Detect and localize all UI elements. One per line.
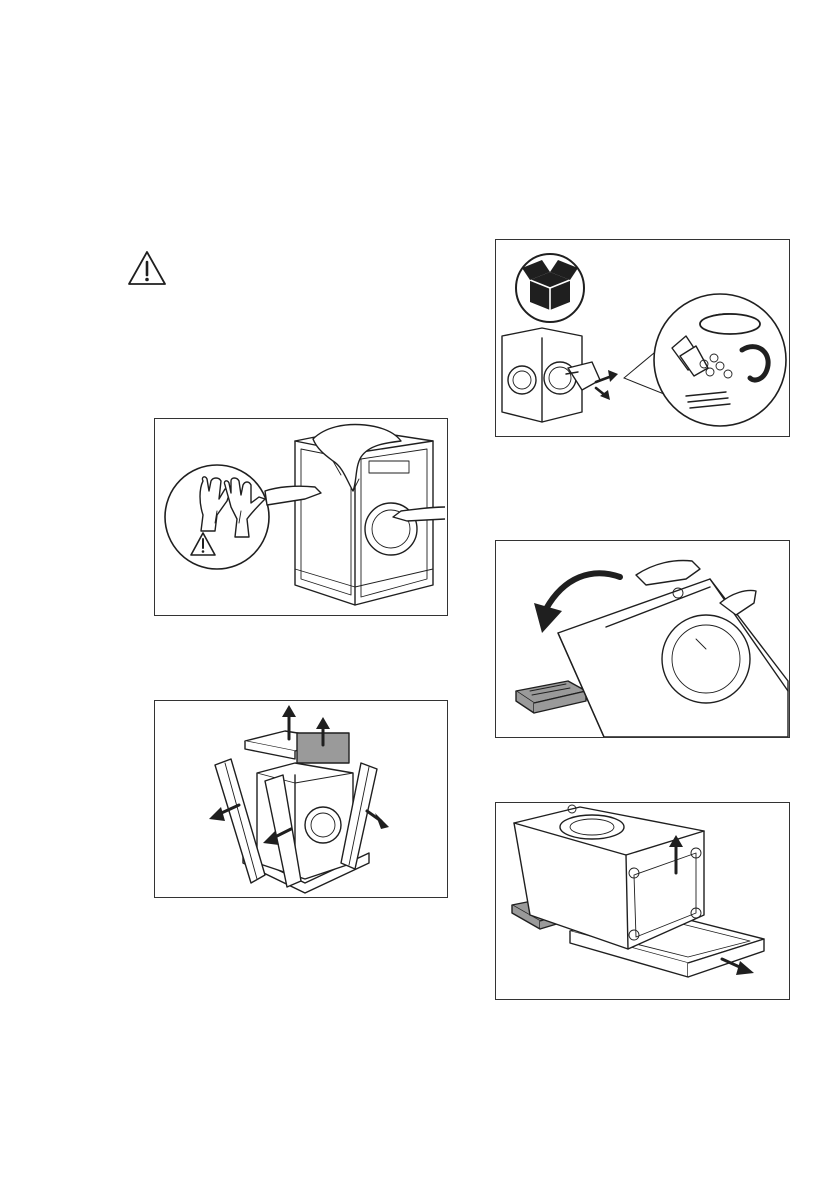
warning-triangle-icon (127, 250, 167, 286)
gloves-icon (165, 465, 269, 569)
washing-machine-drawing (265, 425, 445, 605)
figure-remove-protective-film (154, 418, 448, 616)
figure-accessories (495, 239, 790, 437)
package-box-icon (516, 254, 584, 322)
figure-remove-base (495, 802, 790, 1000)
figure-tilt-machine (495, 540, 790, 738)
figure-remove-packaging (154, 700, 448, 898)
